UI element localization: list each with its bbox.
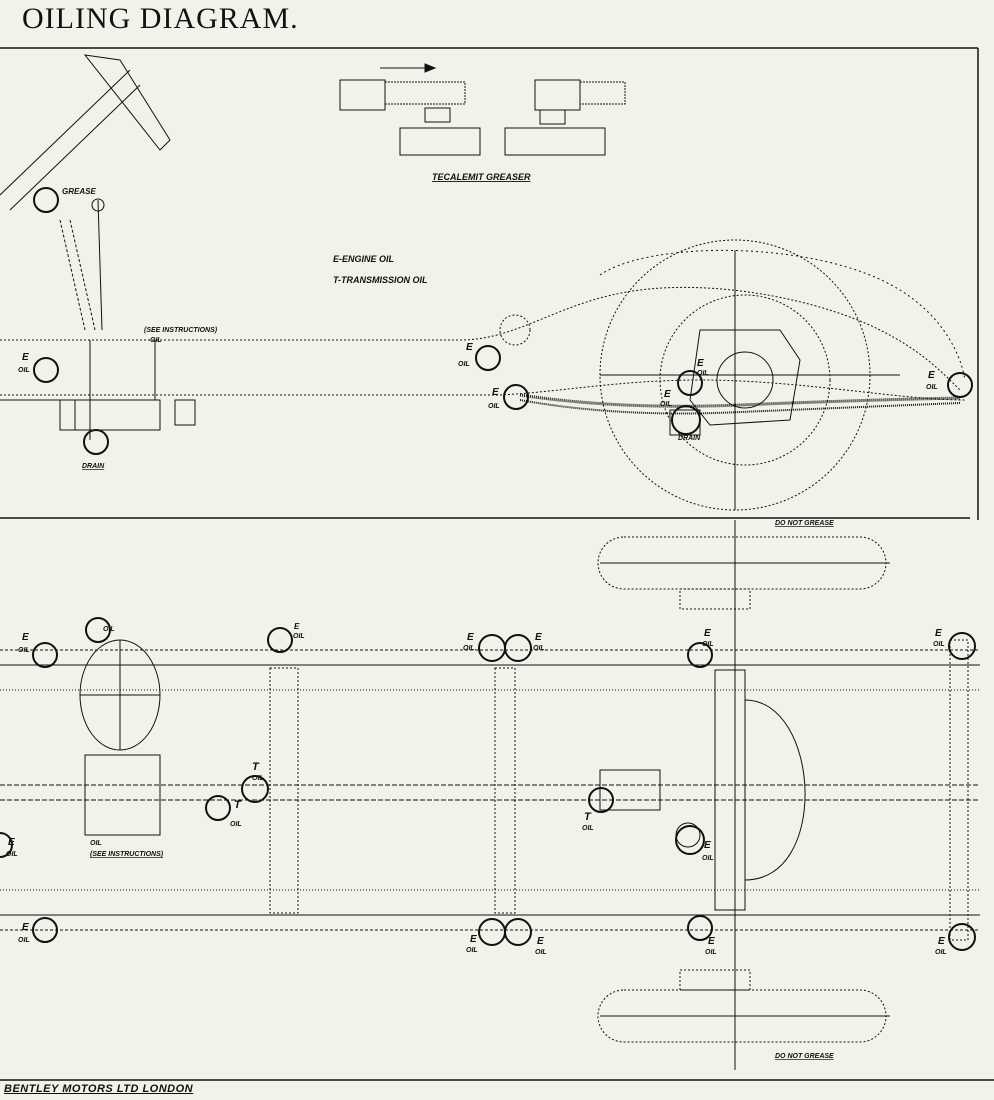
engine-oil-code-label: E: [704, 628, 711, 639]
engine-oil-code-label: E: [704, 840, 711, 851]
grease-label: GREASE: [62, 187, 96, 196]
engine-oil-code-label: E: [935, 628, 942, 639]
oil-point-marker: [205, 795, 231, 821]
engine-oil-code-label: E: [22, 352, 29, 363]
oil-label: OIL: [150, 337, 162, 344]
oil-label: OIL: [18, 937, 30, 944]
oil-label: OIL: [103, 626, 115, 633]
oil-label: OIL: [466, 947, 478, 954]
oil-label: OIL: [18, 647, 30, 654]
oil-point-marker: [85, 617, 111, 643]
oil-point-marker: [32, 642, 58, 668]
engine-oil-code-label: E: [466, 342, 473, 353]
engine-oil-code-label: E: [294, 622, 300, 631]
oil-label: OIL: [935, 949, 947, 956]
oil-point-marker: [241, 775, 269, 803]
engine-oil-code-label: E: [470, 934, 477, 945]
plan-view-drawing: [0, 520, 980, 1070]
transmission-oil-code-label: T: [252, 761, 260, 773]
transmission-oil-code-label: T: [234, 799, 242, 811]
oil-point-marker: [478, 918, 506, 946]
oil-point-marker: [267, 627, 293, 653]
oil-label: OIL: [705, 949, 717, 956]
engine-oil-code-label: E: [664, 389, 671, 400]
oil-label: OIL: [463, 645, 475, 652]
oil-label: OIL: [702, 855, 714, 862]
oil-label: OIL: [488, 403, 500, 410]
see-instructions-label: (SEE INSTRUCTIONS): [144, 327, 218, 334]
engine-oil-code-label: E: [492, 387, 499, 398]
engine-oil-code-label: E: [467, 632, 474, 643]
oil-point-marker: [33, 187, 59, 213]
engine-oil-code-label: E: [938, 936, 945, 947]
drain-label: DRAIN: [678, 435, 701, 442]
do-not-grease-bottom-label: DO NOT GREASE: [775, 1053, 834, 1060]
side-view-drawing: [0, 54, 966, 511]
oil-label: OIL: [252, 775, 264, 782]
oil-point-marker: [687, 642, 713, 668]
engine-oil-code-label: E: [697, 358, 704, 369]
oil-label: OIL: [90, 840, 102, 847]
engine-oil-code-label: E: [537, 936, 544, 947]
oil-label: OIL: [6, 851, 18, 858]
oil-label: OIL: [926, 384, 938, 391]
oil-point-marker: [947, 372, 973, 398]
oil-label: OIL: [933, 641, 945, 648]
oil-label: OIL: [18, 367, 30, 374]
engine-oil-code-label: E: [22, 922, 29, 933]
oil-point-marker: [33, 357, 59, 383]
greaser-detail: [339, 63, 626, 156]
oil-label: OIL: [230, 821, 242, 828]
see-instructions-label: (SEE INSTRUCTIONS): [90, 851, 164, 858]
engine-oil-code-label: E: [22, 632, 29, 643]
oil-label: OIL: [293, 633, 305, 640]
oil-point-marker: [83, 429, 109, 455]
oil-point-marker: [948, 632, 976, 660]
oil-label: OIL: [582, 825, 594, 832]
engine-oil-code-label: E: [928, 370, 935, 381]
oil-point-marker: [675, 825, 705, 855]
oil-point-marker: [671, 405, 701, 435]
oil-label: OIL: [533, 645, 545, 652]
publisher-footer: BENTLEY MOTORS LTD LONDON: [4, 1083, 194, 1095]
oil-label: OIL: [660, 401, 672, 408]
drain-label: DRAIN: [82, 463, 105, 470]
oil-point-marker: [475, 345, 501, 371]
oil-label: OIL: [535, 949, 547, 956]
oil-points: [0, 187, 976, 951]
engine-oil-code-label: E: [535, 632, 542, 643]
legend-transmission-oil: T-TRANSMISSION OIL: [333, 275, 428, 285]
oil-point-marker: [0, 832, 13, 858]
transmission-oil-code-label: T: [584, 811, 592, 823]
engine-oil-code-label: E: [708, 936, 715, 947]
legend-engine-oil: E-ENGINE OIL: [333, 254, 394, 264]
oil-label: OIL: [702, 641, 714, 648]
oil-point-marker: [503, 384, 529, 410]
do-not-grease-top-label: DO NOT GREASE: [775, 520, 834, 527]
oil-point-marker: [588, 787, 614, 813]
oil-point-marker: [32, 917, 58, 943]
oil-point-marker: [677, 370, 703, 396]
engine-oil-code-label: E: [8, 837, 15, 848]
oil-point-marker: [478, 634, 506, 662]
oil-point-marker: [687, 915, 713, 941]
oil-point-marker: [504, 634, 532, 662]
greaser-caption: TECALEMIT GREASER: [432, 172, 531, 182]
oil-point-marker: [948, 923, 976, 951]
oil-point-marker: [504, 918, 532, 946]
page-title: OILING DIAGRAM.: [22, 2, 299, 35]
oil-label: OIL: [697, 370, 709, 377]
oil-label: OIL: [458, 361, 470, 368]
